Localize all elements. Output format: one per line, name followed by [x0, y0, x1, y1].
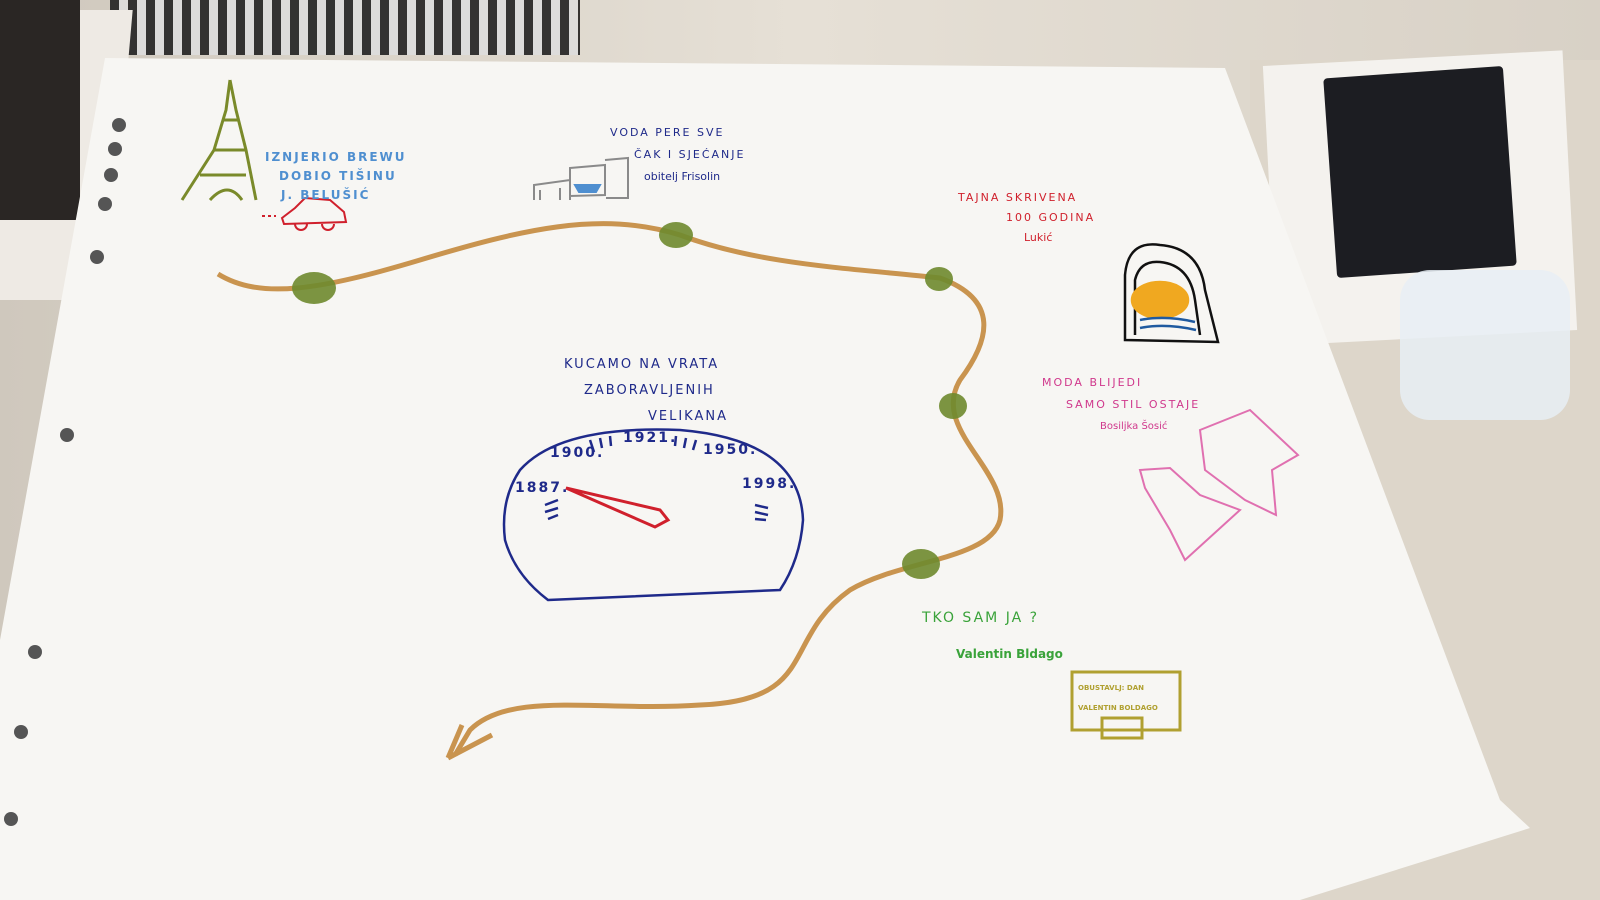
punch-hole	[98, 197, 112, 211]
marker-cup	[1400, 270, 1570, 420]
note-line: VODA PERE SVE	[610, 126, 725, 139]
punch-hole	[60, 428, 74, 442]
punch-hole	[90, 250, 104, 264]
car-icon	[262, 196, 348, 231]
sign-line: OBUSTAVLJ: DAN	[1078, 684, 1144, 692]
timeline-node	[659, 222, 693, 248]
note-line: 100 GODINA	[1006, 211, 1096, 224]
note-line: DOBIO TIŠINU	[279, 169, 397, 183]
left-book	[0, 0, 80, 220]
note-line: Valentin Bldago	[956, 647, 1063, 661]
timeline-node	[292, 272, 336, 304]
black-notebook	[1323, 65, 1517, 279]
punch-hole	[4, 812, 18, 826]
laundry-icon	[533, 156, 629, 200]
punch-hole	[108, 142, 122, 156]
sign-line: VALENTIN BOLDAGO	[1078, 704, 1158, 712]
note-line: SAMO STIL OSTAJE	[1066, 398, 1201, 411]
arrow-head-icon	[445, 724, 494, 761]
gauge-drawing	[502, 428, 805, 602]
dress-icon	[1138, 408, 1300, 562]
punch-hole	[104, 168, 118, 182]
who-note: TKO SAM JA ? Valentin Bldago	[922, 600, 1063, 672]
note-line: TKO SAM JA ?	[922, 610, 1040, 626]
gauge-label: 1998.	[742, 476, 797, 492]
title-line: ZABORAVLJENIH	[584, 383, 715, 398]
water-note: VODA PERE SVE ČAK I SJEĆANJE obitelj Fri…	[610, 122, 745, 188]
note-line: TAJNA SKRIVENA	[958, 191, 1078, 204]
gauge-label: 1950.	[703, 442, 758, 458]
timeline-node	[925, 267, 953, 291]
sign-text: OBUSTAVLJ: DAN VALENTIN BOLDAGO	[1078, 678, 1158, 718]
punch-hole	[14, 725, 28, 739]
note-line: ČAK I SJEĆANJE	[634, 148, 746, 161]
timeline-path	[216, 221, 1004, 757]
gauge-label: 1900.	[550, 445, 605, 461]
note-line: MODA BLIJEDI	[1042, 376, 1143, 389]
castle-window-icon	[1123, 243, 1220, 344]
punch-hole	[112, 118, 126, 132]
punch-hole	[28, 645, 42, 659]
gauge-needle	[565, 486, 671, 529]
note-line: J. BELUŠIĆ	[281, 188, 371, 202]
secret-note: TAJNA SKRIVENA 100 GODINA Lukić	[958, 188, 1095, 248]
note-line: IZNJERIO BREWU	[265, 150, 407, 164]
fashion-note: MODA BLIJEDI SAMO STIL OSTAJE Bosiljka Š…	[1042, 372, 1200, 438]
gauge-label: 1921.	[623, 430, 678, 446]
gauge-label: 1887.	[515, 480, 570, 496]
note-line: obitelj Frisolin	[644, 170, 721, 183]
timeline-node	[902, 549, 940, 579]
note-line: Lukić	[1024, 231, 1053, 244]
person-checkered-shirt	[110, 0, 580, 55]
title-line: VELIKANA	[648, 409, 728, 424]
paris-note: IZNJERIO BREWU DOBIO TIŠINU J. BELUŠIĆ	[265, 148, 407, 205]
title-line: KUCAMO NA VRATA	[564, 357, 720, 372]
eiffel-tower-icon	[180, 79, 258, 202]
center-title: KUCAMO NA VRATA ZABORAVLJENIH VELIKANA	[564, 352, 728, 430]
timeline-node	[939, 393, 967, 419]
sign-icon	[1070, 670, 1182, 740]
note-line: Bosiljka Šosić	[1100, 421, 1168, 432]
